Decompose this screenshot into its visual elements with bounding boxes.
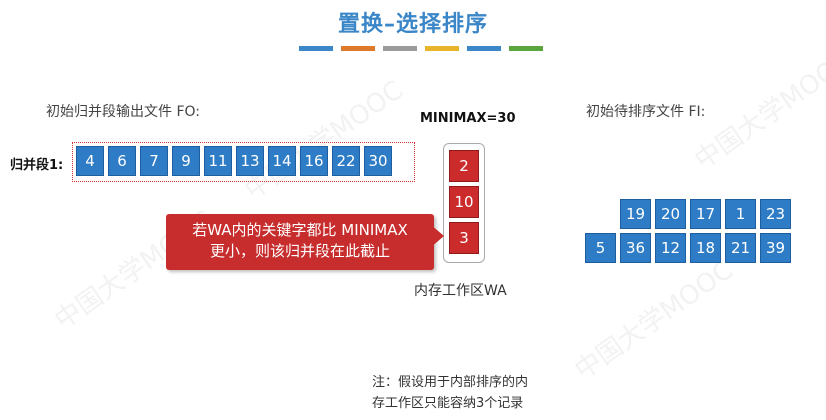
stripe — [299, 46, 333, 51]
wa-cell: 10 — [449, 186, 479, 218]
fo-cell: 14 — [268, 146, 296, 176]
watermark: 中国大学MOOC — [569, 255, 739, 387]
fi-row-1: 19 20 17 1 23 — [620, 199, 791, 229]
segment-dotted-border — [72, 142, 415, 182]
watermark: 中国大学MOOC — [689, 45, 826, 177]
fi-cell: 23 — [760, 199, 791, 229]
wa-cell: 3 — [449, 222, 479, 254]
fo-cell: 22 — [332, 146, 360, 176]
callout-text: 若WA内的关键字都比 MINIMAX 更小，则该归并段在此截止 — [166, 220, 434, 262]
footnote-line: 存工作区只能容纳3个记录 — [372, 396, 524, 411]
fo-cell: 4 — [76, 146, 104, 176]
stripe — [425, 46, 459, 51]
segment-label: 归并段1: — [10, 158, 64, 173]
fi-row-2: 5 36 12 18 21 39 — [585, 233, 791, 263]
footnote: 注：假设用于内部排序的内 存工作区只能容纳3个记录 — [372, 372, 528, 414]
fi-label: 初始待排序文件 FI: — [586, 104, 706, 120]
fo-cell: 7 — [140, 146, 168, 176]
wa-cells: 2 10 3 — [449, 150, 479, 254]
stripe — [509, 46, 543, 51]
fi-cell: 18 — [690, 233, 721, 263]
fi-cell: 21 — [725, 233, 756, 263]
fo-label: 初始归并段输出文件 FO: — [46, 104, 200, 120]
wa-cell: 2 — [449, 150, 479, 182]
title-underline-stripes — [299, 46, 543, 51]
stripe — [383, 46, 417, 51]
fo-cell: 13 — [236, 146, 264, 176]
fo-cell: 6 — [108, 146, 136, 176]
fo-cells: 4 6 7 9 11 13 14 16 22 30 — [76, 146, 392, 176]
fo-cell: 9 — [172, 146, 200, 176]
fo-cell: 11 — [204, 146, 232, 176]
minimax-label: MINIMAX=30 — [420, 111, 516, 126]
fi-cell: 1 — [725, 199, 756, 229]
fi-cell: 17 — [690, 199, 721, 229]
footnote-line: 注：假设用于内部排序的内 — [372, 375, 529, 390]
wa-label: 内存工作区WA — [414, 283, 507, 299]
fi-cell: 5 — [585, 233, 616, 263]
stripe — [341, 46, 375, 51]
fi-cell: 36 — [620, 233, 651, 263]
fi-cell: 19 — [620, 199, 651, 229]
page-title: 置换–选择排序 — [337, 12, 488, 37]
fi-cell: 12 — [655, 233, 686, 263]
fi-cell: 20 — [655, 199, 686, 229]
fo-cell: 16 — [300, 146, 328, 176]
callout-arrow — [430, 224, 444, 248]
watermark: 中国大学MOOC — [239, 75, 409, 207]
callout-line: 更小，则该归并段在此截止 — [209, 242, 390, 260]
fo-cell: 30 — [364, 146, 392, 176]
callout-box: 若WA内的关键字都比 MINIMAX 更小，则该归并段在此截止 — [166, 214, 434, 270]
stripe — [467, 46, 501, 51]
callout-line: 若WA内的关键字都比 MINIMAX — [192, 221, 408, 239]
fi-cell: 39 — [760, 233, 791, 263]
